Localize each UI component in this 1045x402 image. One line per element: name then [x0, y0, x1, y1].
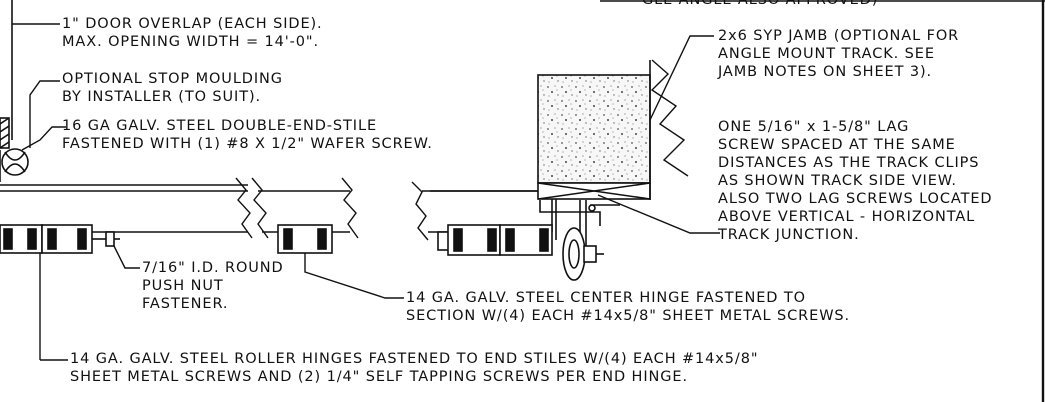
door-overlap-line-2: MAX. OPENING WIDTH = 14'-0".	[62, 34, 319, 50]
roller-hinge-right	[437, 224, 553, 256]
push-nut-line-2: PUSH NUT	[142, 278, 224, 294]
push-nut-line-1: 7/16" I.D. ROUND	[142, 260, 284, 276]
center-hinge-line-2: SECTION W/(4) EACH #14x5/8" SHEET METAL …	[406, 308, 851, 324]
roller-hinges-note: 14 GA. GALV. STEEL ROLLER HINGES FASTENE…	[70, 350, 758, 386]
double-end-stile-line-1: 16 GA GALV. STEEL DOUBLE-END-STILE	[62, 118, 377, 134]
push-nut-note: 7/16" I.D. ROUND PUSH NUT FASTENER.	[142, 259, 284, 313]
leader-lag-screw	[597, 194, 720, 234]
center-hinge-line-1: 14 GA. GALV. STEEL CENTER HINGE FASTENED…	[406, 290, 806, 306]
stop-moulding-line-1: OPTIONAL STOP MOULDING	[62, 71, 283, 87]
double-end-stile-line-2: FASTENED WITH (1) #8 X 1/2" WAFER SCREW.	[62, 136, 433, 152]
header-fragment-note: GLE ANGLE ALSO APPROVED)	[642, 0, 878, 9]
weatherseal-bulb	[0, 148, 29, 182]
jamb-note: 2x6 SYP JAMB (OPTIONAL FOR ANGLE MOUNT T…	[718, 27, 959, 81]
center-hinge	[277, 224, 333, 254]
track-roller-wheel	[562, 227, 604, 281]
stop-moulding-note: OPTIONAL STOP MOULDING BY INSTALLER (TO …	[62, 70, 283, 106]
jamb-line-3: JAMB NOTES ON SHEET 3).	[718, 64, 933, 80]
lag-screw-line-3: DISTANCES AS THE TRACK CLIPS	[718, 155, 980, 171]
lag-screw-line-5: ALSO TWO LAG SCREWS LOCATED	[718, 191, 993, 207]
jamb-line-2: ANGLE MOUNT TRACK. SEE	[718, 46, 935, 62]
stop-moulding-line-2: BY INSTALLER (TO SUIT).	[62, 89, 262, 105]
center-hinge-note: 14 GA. GALV. STEEL CENTER HINGE FASTENED…	[406, 289, 850, 325]
lag-screw-line-1: ONE 5/16" x 1-5/8" LAG	[718, 119, 910, 135]
leader-stop-moulding	[29, 80, 60, 148]
jamb-break-line	[650, 59, 689, 177]
break-line-right	[411, 181, 429, 241]
header-fragment-text: GLE ANGLE ALSO APPROVED)	[642, 0, 879, 8]
break-line-left	[235, 177, 269, 239]
lag-screw-line-2: SCREW SPACED AT THE SAME	[718, 137, 956, 153]
leader-push-nut	[113, 245, 140, 269]
leader-lines	[12, 23, 720, 361]
leader-jamb	[649, 35, 714, 121]
lag-screw-line-4: AS SHOWN TRACK SIDE VIEW.	[718, 173, 957, 189]
wood-jamb-block	[537, 74, 651, 200]
lag-screw-line-6: ABOVE VERTICAL - HORIZONTAL	[718, 209, 976, 225]
push-nut-line-3: FASTENER.	[142, 296, 229, 312]
roller-hinge-left	[0, 224, 120, 254]
leader-double-end-stile	[21, 126, 66, 151]
leader-center-hinge	[304, 253, 404, 299]
double-end-stile-note: 16 GA GALV. STEEL DOUBLE-END-STILE FASTE…	[62, 117, 433, 153]
roller-hinges-line-1: 14 GA. GALV. STEEL ROLLER HINGES FASTENE…	[70, 351, 759, 367]
lag-screw-note: ONE 5/16" x 1-5/8" LAG SCREW SPACED AT T…	[718, 118, 992, 244]
lag-screw-line-7: TRACK JUNCTION.	[718, 227, 860, 243]
jamb-line-1: 2x6 SYP JAMB (OPTIONAL FOR	[718, 28, 960, 44]
door-overlap-note: 1" DOOR OVERLAP (EACH SIDE). MAX. OPENIN…	[62, 15, 323, 51]
roller-hinges-line-2: SHEET METAL SCREWS AND (2) 1/4" SELF TAP…	[70, 369, 688, 385]
door-overlap-line-1: 1" DOOR OVERLAP (EACH SIDE).	[62, 16, 323, 32]
break-line-middle	[341, 177, 359, 239]
left-stop-moulding	[0, 117, 10, 149]
